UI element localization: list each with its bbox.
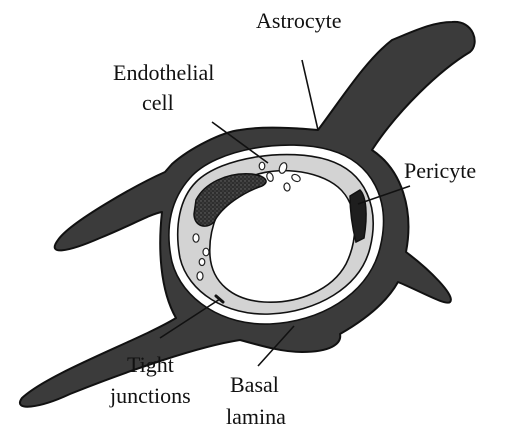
basal-lamina-label-line2: lamina <box>226 404 286 429</box>
endothelial-cell-label-line2: cell <box>142 90 174 115</box>
tight-junctions-label-line1: Tight <box>127 352 174 377</box>
basal-lamina-label-line1: Basal <box>230 372 279 397</box>
tight-junctions-label-line2: junctions <box>109 383 191 408</box>
astrocyte-label: Astrocyte <box>256 8 342 33</box>
endothelial-cell-label-line1: Endothelial <box>113 60 214 85</box>
pericyte-label: Pericyte <box>404 158 476 183</box>
astrocyte-leader <box>302 60 318 130</box>
